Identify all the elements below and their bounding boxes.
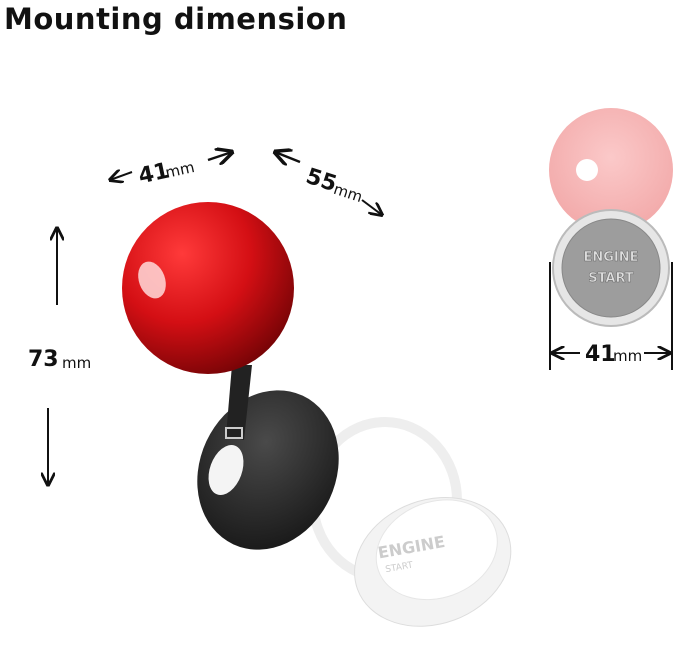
svg-text:mm: mm [62,354,91,372]
svg-text:mm: mm [613,347,642,365]
dim-button-width: 41 mm [585,342,642,367]
pink-knob-ghost [549,108,673,232]
button-text-line1: ENGINE [583,250,638,265]
dim-depth: 55 mm [303,164,365,206]
button-text-line2: START [588,271,634,286]
svg-text:mm: mm [164,158,196,182]
white-cap [354,497,512,627]
svg-text:mm: mm [331,180,364,206]
svg-text:41: 41 [585,342,616,367]
svg-text:73: 73 [28,347,59,372]
cap-text-line2: START [385,560,415,575]
black-base [197,390,339,550]
dim-top-width: 41 mm [136,158,196,189]
stem [226,365,252,440]
dim-height: 73 mm [28,347,91,372]
svg-text:41: 41 [136,158,171,189]
page-title: Mounting dimension [4,2,348,36]
red-knob [122,202,294,374]
